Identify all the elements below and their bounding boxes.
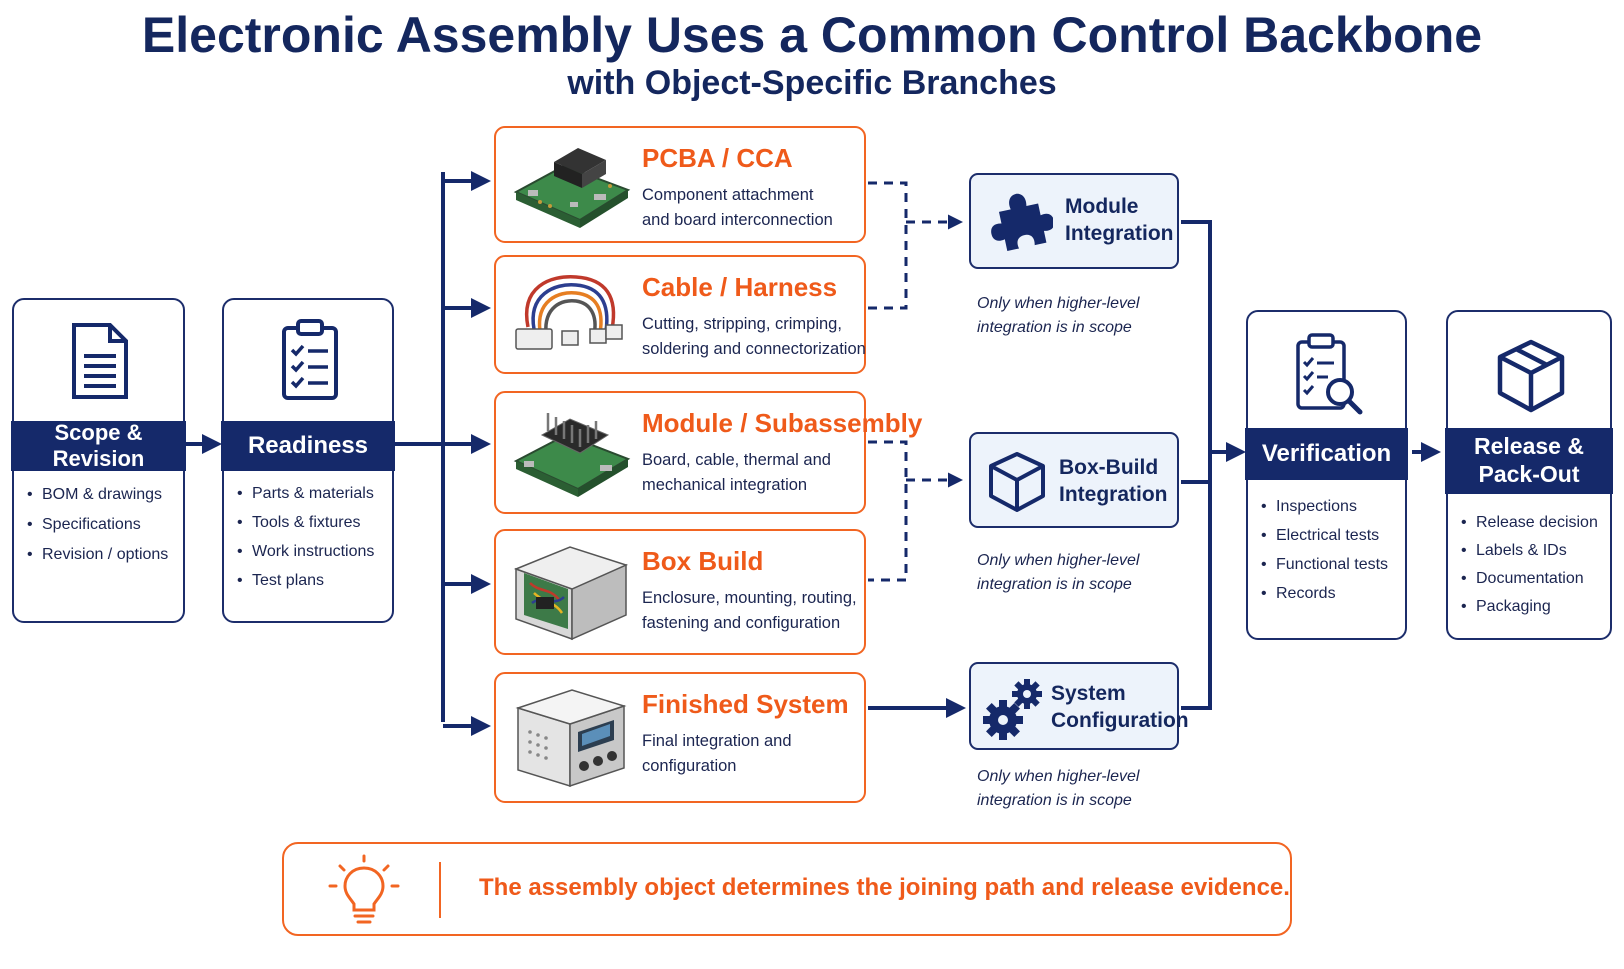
object-description: Board, cable, thermal and mechanical int… [642,448,868,498]
dashed-pcba-cable-to-module-integration [868,181,908,310]
list-item: BOM & drawings [24,486,179,504]
integration-title-line: Module [1065,195,1139,218]
object-description-line: fastening and configuration [642,614,841,632]
module-integration-card: Module Integration [969,173,1179,269]
document-icon [72,323,128,399]
integration-title-line: Integration [1059,483,1168,506]
dashed-module-box-to-boxbuild-integration [868,440,908,582]
scope-note: Only when higher-level integration is in… [977,549,1197,597]
list-item: Work instructions [234,543,388,561]
verification-card: Verification Inspections Electrical test… [1245,310,1408,640]
readiness-list: Parts & materials Tools & fixtures Work … [234,485,388,590]
object-title: Finished System [642,689,849,719]
object-description-line: Cutting, stripping, crimping, [642,315,842,333]
verification-list: Inspections Electrical tests Functional … [1258,498,1401,603]
scope-note-line: integration is in scope [977,576,1132,593]
list-item: Packaging [1458,598,1606,616]
scope-note-line: integration is in scope [977,792,1132,809]
diagram-subtitle: with Object-Specific Branches [567,64,1057,102]
list-item: Specifications [24,516,179,534]
object-card-cable-harness: Cable / Harness Cutting, stripping, crim… [494,255,866,374]
object-card-finished-system: Finished System Final integration and co… [494,672,866,803]
scope-note: Only when higher-level integration is in… [977,765,1197,813]
object-description: Final integration and configuration [642,729,868,779]
object-description-line: Final integration and [642,732,792,750]
finished-unit-icon [515,689,627,788]
list-item: Records [1258,585,1401,603]
list-item: Tools & fixtures [234,514,388,532]
release-packout-card: Release & Pack-Out Release decision Labe… [1445,310,1613,640]
package-icon [1497,339,1565,413]
readiness-card: Readiness Parts & materials Tools & fixt… [221,298,395,623]
insight-divider [439,862,441,918]
merge-module-integration [1181,220,1212,710]
scope-note-line: integration is in scope [977,319,1132,336]
scope-note-line: Only when higher-level [977,552,1140,569]
object-description: Enclosure, mounting, routing, fastening … [642,586,868,636]
object-description-line: Enclosure, mounting, routing, [642,589,857,607]
release-list: Release decision Labels & IDs Documentat… [1458,514,1606,616]
scope-note: Only when higher-level integration is in… [977,292,1197,340]
release-packout-label: Release & Pack-Out [1445,428,1613,494]
integration-title-line: Integration [1065,222,1174,245]
scope-revision-label: Scope & Revision [11,420,186,471]
object-title: PCBA / CCA [642,143,793,173]
insight-message: The assembly object determines the joini… [479,874,1290,901]
system-configuration-card: System Configuration [969,662,1189,750]
list-item: Test plans [234,572,388,590]
release-label-line: Release & [1474,433,1584,460]
circuit-board-icon [513,148,631,228]
object-description-line: Board, cable, thermal and [642,451,831,469]
insight-banner: The assembly object determines the joini… [282,842,1292,936]
list-item: Release decision [1458,514,1606,532]
integration-title-line: System [1051,682,1126,705]
diagram-title: Electronic Assembly Uses a Common Contro… [141,7,1483,63]
list-item: Labels & IDs [1458,542,1606,560]
clipboard-search-icon [1296,333,1363,415]
object-description-line: and board interconnection [642,211,833,229]
object-description-line: Component attachment [642,186,814,204]
list-item: Functional tests [1258,556,1401,574]
object-title: Cable / Harness [642,272,838,302]
list-item: Revision / options [24,546,179,564]
readiness-label: Readiness [221,421,395,471]
box-build-integration-card: Box-Build Integration [969,432,1179,528]
object-description: Component attachment and board interconn… [642,183,868,233]
integration-title: Box-Build Integration [1059,454,1168,508]
list-item: Electrical tests [1258,527,1401,545]
object-description-line: mechanical integration [642,476,808,494]
list-item: Inspections [1258,498,1401,516]
list-item: Parts & materials [234,485,388,503]
cable-harness-icon [515,275,623,350]
list-item: Documentation [1458,570,1606,588]
box-icon [989,452,1045,512]
object-title: Box Build [642,546,764,576]
integration-title-line: Configuration [1051,709,1189,732]
open-enclosure-icon [513,546,629,641]
gears-icon [983,679,1042,740]
verification-label: Verification [1245,428,1408,480]
clipboard-checklist-icon [282,319,338,400]
object-description-line: soldering and connectorization [642,340,866,358]
integration-title: System Configuration [1051,680,1189,734]
object-description: Cutting, stripping, crimping, soldering … [642,312,868,362]
scope-note-line: Only when higher-level [977,295,1140,312]
integration-title: Module Integration [1065,193,1174,247]
object-description-line: configuration [642,757,737,775]
object-title: Module / Subassembly [642,408,923,438]
lightbulb-icon [328,854,400,924]
scope-note-line: Only when higher-level [977,768,1140,785]
release-label-line: Pack-Out [1478,461,1580,487]
object-card-box-build: Box Build Enclosure, mounting, routing, … [494,529,866,655]
integration-title-line: Box-Build [1059,456,1159,479]
object-card-pcba: PCBA / CCA Component attachment and boar… [494,126,866,243]
object-card-module-subassembly: Module / Subassembly Board, cable, therm… [494,391,922,514]
heatsink-module-icon [513,413,631,497]
scope-revision-list: BOM & drawings Specifications Revision /… [24,486,179,564]
puzzle-icon [991,193,1053,251]
scope-revision-card: Scope & Revision BOM & drawings Specific… [11,298,186,623]
